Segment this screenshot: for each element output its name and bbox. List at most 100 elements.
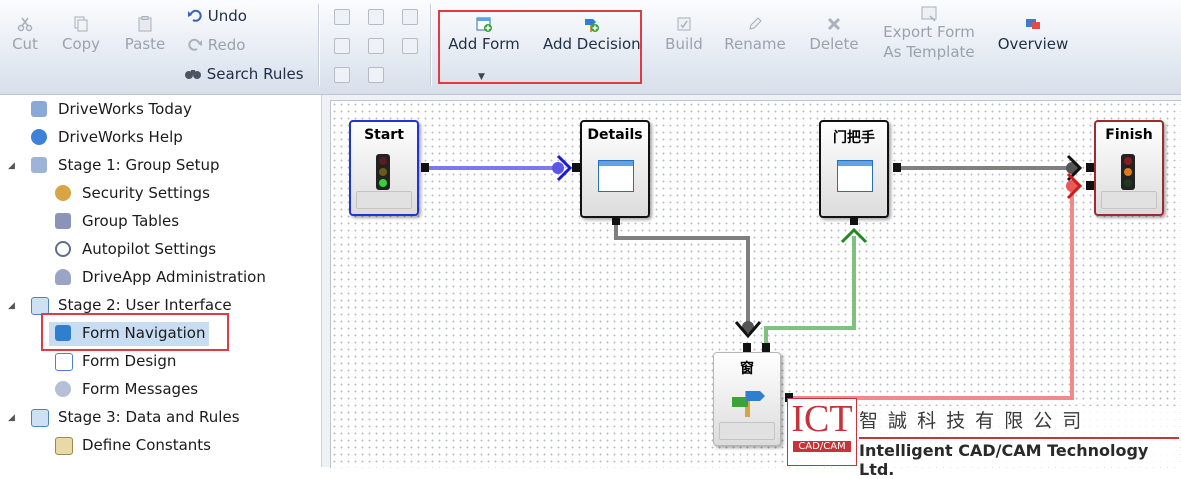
distribute-horizontal-icon[interactable]: [402, 38, 418, 54]
company-name-english: Intelligent CAD/CAM Technology Ltd.: [859, 437, 1179, 479]
tree-item-driveworks-help[interactable]: DriveWorks Help: [58, 128, 183, 146]
node-start-title: Start: [364, 127, 404, 143]
signpost-icon: [730, 385, 766, 421]
search-rules-button[interactable]: Search Rules: [184, 65, 304, 83]
add-form-button[interactable]: Add Form: [447, 16, 521, 53]
node-finish[interactable]: Finish: [1094, 120, 1164, 216]
expand-arrow-icon[interactable]: ◢: [8, 301, 15, 311]
tree-item-driveworks-today[interactable]: DriveWorks Today: [58, 100, 192, 118]
add-buttons-highlight: [438, 10, 642, 84]
input-port[interactable]: [850, 216, 858, 225]
input-port[interactable]: [1086, 163, 1094, 172]
messages-icon: [55, 381, 71, 397]
tree-item-form-design[interactable]: Form Design: [82, 352, 177, 370]
tree-item-stage-1[interactable]: Stage 1: Group Setup: [58, 156, 220, 174]
build-button[interactable]: Build: [664, 16, 704, 53]
node-window-decision[interactable]: 窗: [713, 352, 781, 446]
output-port[interactable]: [612, 216, 620, 225]
tree-item-security-settings[interactable]: Security Settings: [82, 184, 210, 202]
add-decision-icon: [583, 16, 599, 32]
build-label: Build: [665, 35, 703, 53]
users-icon: [55, 185, 71, 201]
copy-label: Copy: [61, 35, 101, 53]
copy-icon: [73, 16, 89, 32]
add-form-label: Add Form: [448, 35, 520, 53]
form-navigation-highlight: [41, 313, 229, 351]
signpost-icon: [55, 325, 71, 341]
input-port[interactable]: [572, 163, 580, 172]
node-footer: [719, 422, 775, 440]
tree-item-driveapp-administration[interactable]: DriveApp Administration: [82, 268, 266, 286]
node-window-title: 窗: [740, 361, 754, 377]
node-door-handle[interactable]: 门把手: [819, 120, 889, 218]
tree-item-stage-2[interactable]: Stage 2: User Interface: [58, 296, 232, 314]
form-window-icon: [598, 160, 634, 192]
ribbon-separator: [430, 4, 432, 86]
align-right-icon[interactable]: [334, 67, 350, 83]
node-details[interactable]: Details: [580, 120, 650, 218]
delete-button[interactable]: Delete: [808, 16, 860, 53]
selected-item-background: [49, 322, 209, 346]
output-port[interactable]: [421, 163, 429, 172]
undo-label: Undo: [207, 7, 247, 25]
rename-button[interactable]: Rename: [724, 16, 786, 53]
redo-button[interactable]: Redo: [187, 36, 245, 54]
form-design-icon: [55, 353, 73, 371]
calendar-icon: [31, 101, 47, 117]
add-decision-button[interactable]: Add Decision: [543, 16, 641, 53]
tree-item-stage-3[interactable]: Stage 3: Data and Rules: [58, 408, 240, 426]
binoculars-icon: [184, 65, 202, 81]
undo-button[interactable]: Undo: [187, 7, 247, 25]
export-form-template-button[interactable]: Export Form As Template: [880, 6, 978, 62]
input-port[interactable]: [743, 343, 751, 352]
distribute-vertical-icon[interactable]: [368, 38, 384, 54]
tree-item-define-constants[interactable]: Define Constants: [82, 436, 211, 454]
as-template-label: As Template: [883, 43, 975, 61]
align-middle-icon[interactable]: [402, 9, 418, 25]
node-footer: [356, 191, 412, 209]
output-port[interactable]: [785, 393, 793, 402]
tree-item-autopilot-settings[interactable]: Autopilot Settings: [82, 240, 217, 258]
copy-button[interactable]: Copy: [61, 16, 101, 53]
rename-label: Rename: [724, 35, 786, 53]
align-bottom-icon[interactable]: [368, 67, 384, 83]
connector-node: [742, 321, 754, 333]
scissors-icon: [17, 16, 33, 32]
stage-setup-icon: [31, 157, 47, 173]
connector-details-window[interactable]: [614, 222, 750, 326]
input-port[interactable]: [762, 343, 770, 352]
connector-window-doorhandle[interactable]: [764, 236, 856, 344]
node-start[interactable]: Start: [349, 120, 419, 216]
stage-data-icon: [31, 409, 49, 427]
clipboard-icon: [137, 16, 153, 32]
redo-label: Redo: [207, 36, 246, 54]
stage-ui-icon: [31, 297, 49, 315]
tree-item-form-messages[interactable]: Form Messages: [82, 380, 199, 398]
help-icon: [31, 129, 47, 145]
paste-button[interactable]: Paste: [124, 16, 166, 53]
arrow-head-icon: [556, 154, 573, 182]
overview-button[interactable]: Overview: [997, 16, 1069, 53]
pencil-icon: [747, 16, 763, 32]
cut-label: Cut: [12, 35, 38, 53]
arrow-head-icon: [1066, 172, 1083, 200]
node-door-handle-title: 门把手: [833, 130, 875, 146]
input-port[interactable]: [1086, 181, 1094, 190]
align-left-icon[interactable]: [334, 9, 350, 25]
expand-arrow-icon[interactable]: ◢: [8, 413, 15, 423]
align-center-icon[interactable]: [334, 38, 350, 54]
expand-arrow-icon[interactable]: ◢: [8, 161, 15, 171]
connector-window-finish[interactable]: [790, 186, 1074, 400]
cut-button[interactable]: Cut: [9, 16, 41, 53]
align-top-icon[interactable]: [368, 9, 384, 25]
add-decision-label: Add Decision: [543, 35, 641, 53]
tree-item-group-tables[interactable]: Group Tables: [82, 212, 180, 230]
connector-node: [552, 162, 564, 174]
tree-item-form-navigation[interactable]: Form Navigation: [82, 324, 206, 342]
traffic-light-icon: [376, 154, 390, 190]
constants-icon: [55, 437, 73, 455]
ict-logo-subtext: CAD/CAM: [793, 441, 851, 452]
output-port[interactable]: [893, 163, 901, 172]
chevron-down-icon[interactable]: ▼: [478, 72, 485, 82]
traffic-light-icon: [1121, 154, 1135, 190]
